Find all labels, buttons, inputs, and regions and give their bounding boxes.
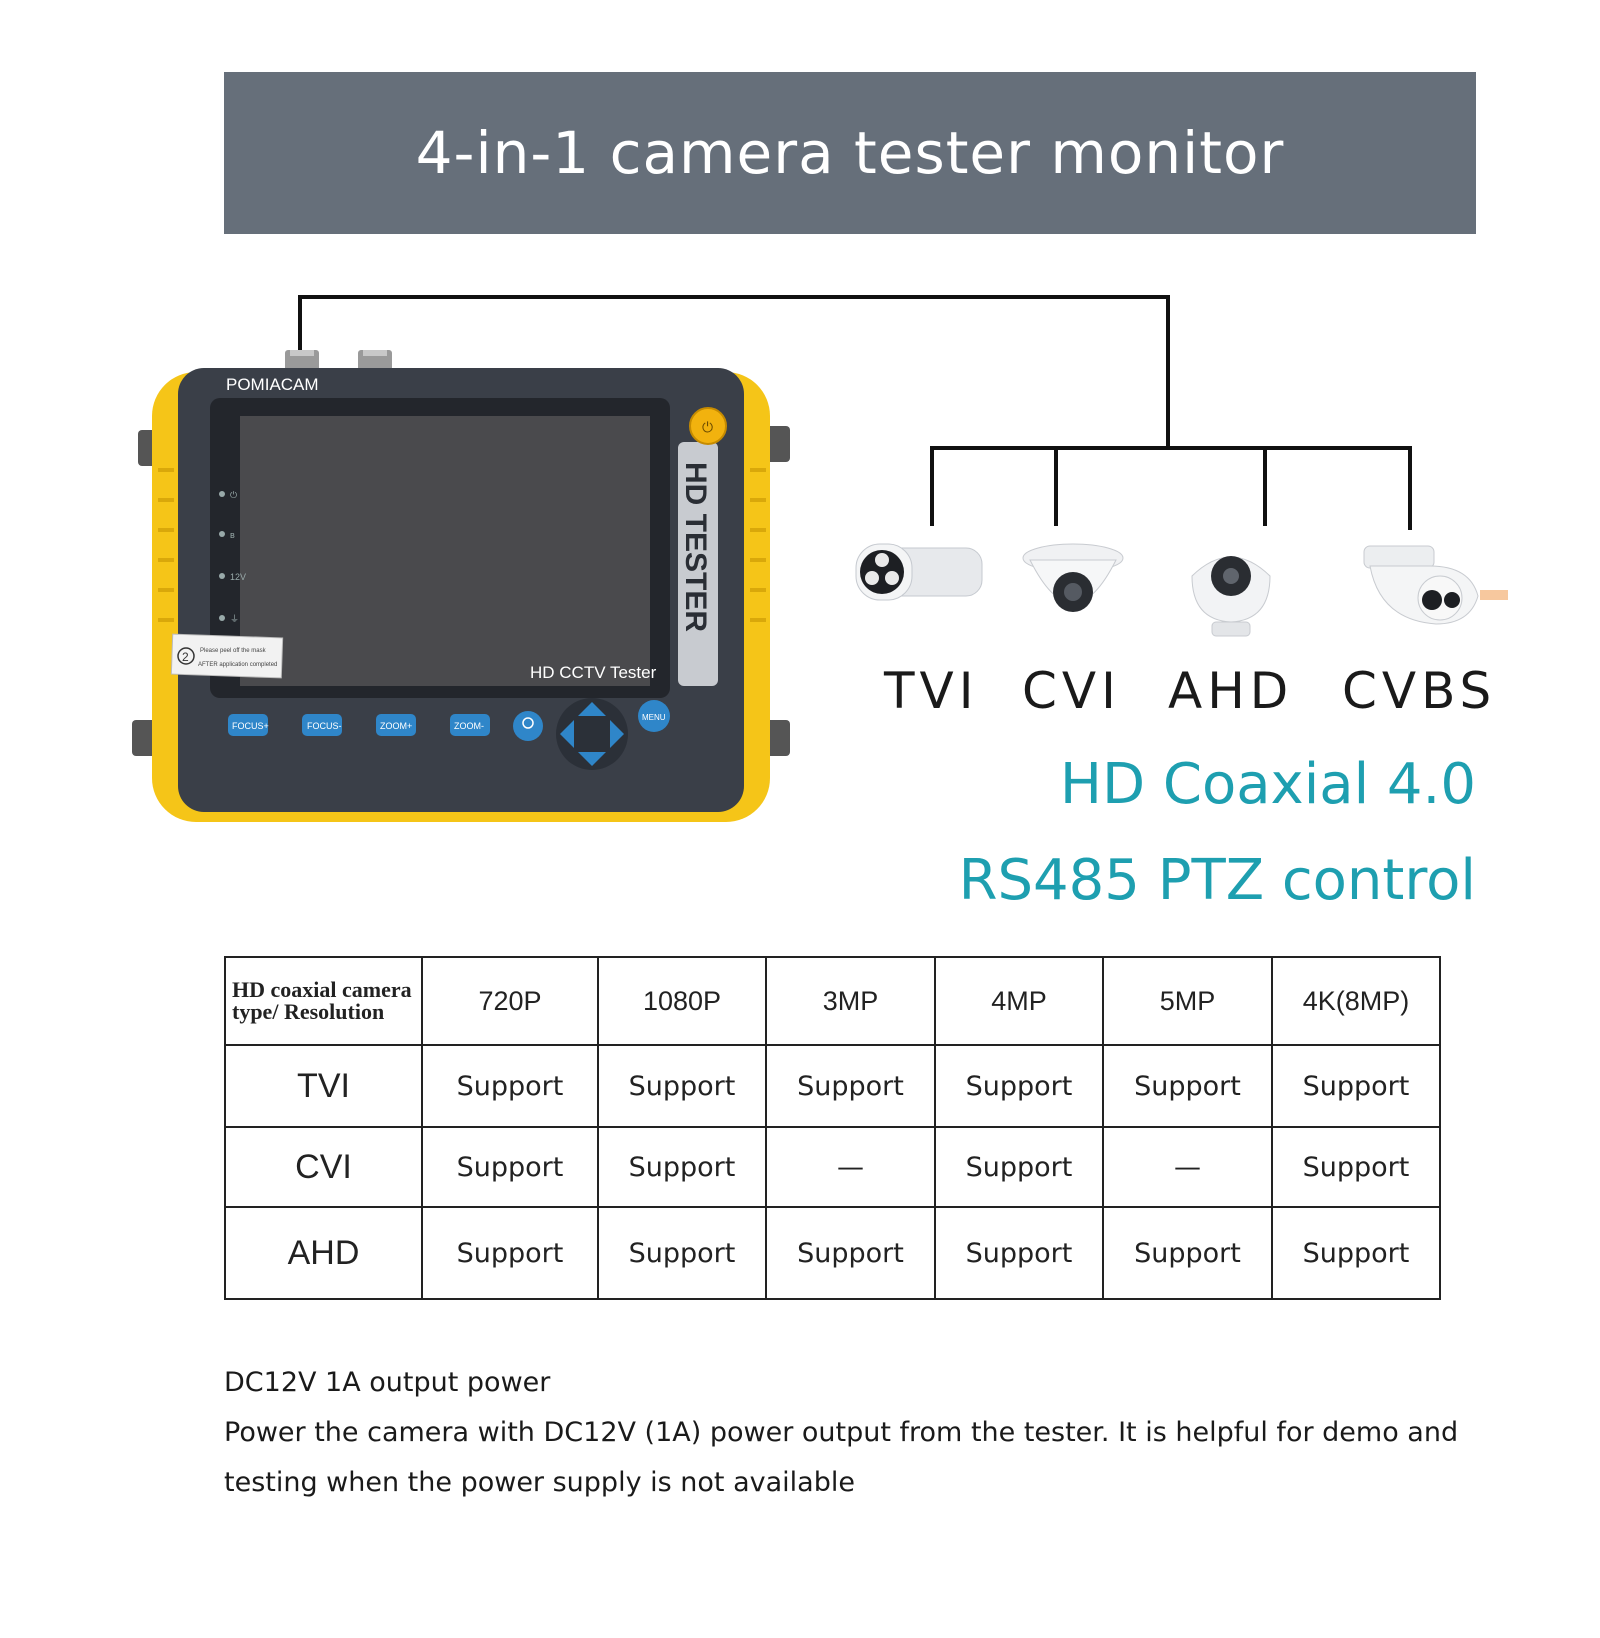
dpad-up-button[interactable] [578,702,606,716]
turret-camera-icon [1363,545,1508,625]
side-label: HD TESTER [679,462,712,632]
table-cell: Support [934,1206,1104,1300]
row-header: AHD [224,1206,423,1300]
table-cell: Support [421,1044,599,1128]
resolution-support-table: HD coaxial camera type/ Resolution 720P … [224,956,1441,1300]
table-row: AHD Support Support Support Support Supp… [224,1206,1441,1300]
column-header: 3MP [765,956,936,1046]
light-button[interactable] [513,711,543,741]
bulb-icon [522,717,534,729]
zoom-minus-button[interactable]: ZOOM- [450,714,490,736]
power-output-notes: DC12V 1A output power Power the camera w… [224,1358,1484,1508]
notes-body: Power the camera with DC12V (1A) power o… [224,1417,1459,1498]
table-cell: Support [765,1044,936,1128]
svg-text:ZOOM-: ZOOM- [454,721,484,731]
screen-label: HD CCTV Tester [530,663,657,682]
row-header: CVI [224,1126,423,1208]
focus-plus-button[interactable]: FOCUS+ [228,714,269,736]
column-header: 1080P [597,956,767,1046]
table-cell: Support [1102,1044,1273,1128]
table-cell: Support [421,1126,599,1208]
plug-led-icon: ⏚ [230,614,239,624]
table-cell: Support [597,1126,767,1208]
connection-wires [298,295,1412,530]
sticker-line1: Please peel off the mask [200,648,267,654]
table-cell: Support [597,1206,767,1300]
table-row: TVI Support Support Support Support Supp… [224,1044,1441,1128]
page-title: 4-in-1 camera tester monitor [415,119,1285,187]
table-corner-header: HD coaxial camera type/ Resolution [224,956,423,1046]
power-icon: ⏻ [702,420,713,436]
camera-label-cvi: CVI [1022,662,1121,720]
menu-button[interactable]: MENU [638,700,670,732]
column-header: 4K(8MP) [1271,956,1441,1046]
focus-minus-button[interactable]: FOCUS- [302,714,342,736]
camera-label-cvbs: CVBS [1342,662,1497,720]
sticker-line2: AFTER application completed [198,662,277,668]
feature-rs485-ptz: RS485 PTZ control [958,848,1476,913]
camera-label-tvi: TVI [884,662,979,720]
row-header: TVI [224,1044,423,1128]
table-cell: Support [1271,1126,1441,1208]
sticker-number: 2 [182,650,189,664]
table-cell: Support [1271,1206,1441,1300]
dpad-down-button[interactable] [578,752,606,766]
table-cell: Support [765,1206,936,1300]
column-header: 720P [421,956,599,1046]
table-cell: Support [934,1126,1104,1208]
table-cell: — [765,1126,936,1208]
table-cell: Support [1102,1206,1273,1300]
svg-text:ZOOM+: ZOOM+ [380,721,412,731]
table-cell: Support [597,1044,767,1128]
table-cell: Support [934,1044,1104,1128]
column-header: 5MP [1102,956,1273,1046]
tester-device: POMIACAM HD CCTV Tester ⏻ ʙ 12V ⏚ 2 Plea… [132,350,790,822]
dome-camera-icon [1022,543,1124,612]
column-header: 4MP [934,956,1104,1046]
brand-label: POMIACAM [226,375,319,394]
bullet-camera-icon [855,543,983,601]
svg-text:MENU: MENU [642,713,666,722]
dome-camera-icon [1191,556,1271,637]
table-cell: Support [421,1206,599,1300]
feature-hd-coaxial: HD Coaxial 4.0 [1059,752,1476,817]
svg-text:FOCUS+: FOCUS+ [232,721,269,731]
title-banner: 4-in-1 camera tester monitor [224,72,1476,234]
svg-text:FOCUS-: FOCUS- [307,721,342,731]
bluetooth-led-icon: ʙ [230,530,235,540]
indicator-12v-label: 12V [230,572,246,582]
power-button[interactable] [689,407,727,445]
dpad-left-button[interactable] [560,720,574,748]
dpad-right-button[interactable] [610,720,624,748]
table-cell: — [1102,1126,1273,1208]
camera-label-ahd: AHD [1168,662,1294,720]
zoom-plus-button[interactable]: ZOOM+ [376,714,416,736]
table-cell: Support [1271,1044,1441,1128]
power-led-icon: ⏻ [230,490,237,500]
notes-title: DC12V 1A output power [224,1367,551,1398]
table-header-row: HD coaxial camera type/ Resolution 720P … [224,956,1441,1046]
table-row: CVI Support Support — Support — Support [224,1126,1441,1208]
